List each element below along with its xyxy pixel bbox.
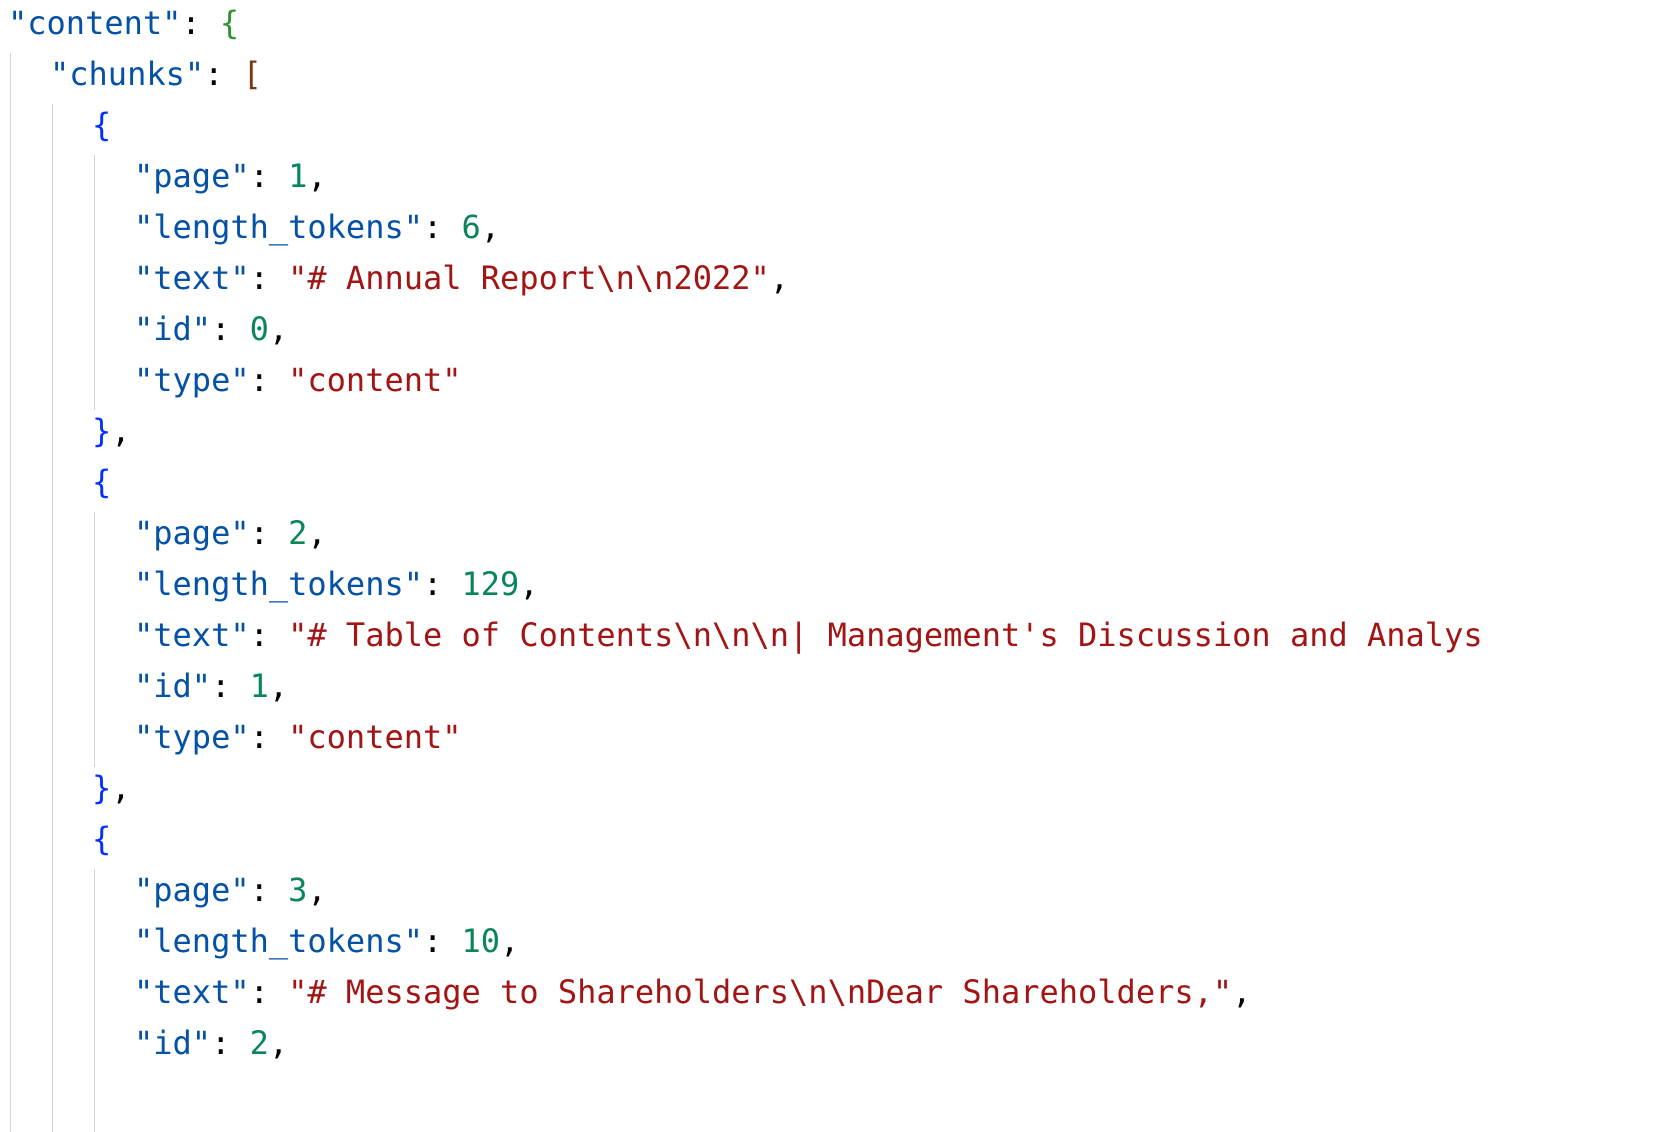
json-punctuation: : [249, 361, 289, 399]
code-line: "page": 1, [134, 151, 327, 202]
json-number-value: 0 [249, 310, 269, 348]
json-key: "text" [134, 259, 250, 297]
json-bracket: { [92, 463, 112, 501]
json-key: "id" [134, 667, 212, 705]
code-line: }, [92, 763, 131, 814]
json-key: "page" [134, 157, 250, 195]
code-line: "type": "content" [134, 712, 462, 763]
json-punctuation: : [249, 259, 289, 297]
json-punctuation: : [181, 4, 220, 42]
json-key: "id" [134, 310, 212, 348]
json-punctuation: : [249, 718, 289, 756]
json-key: "page" [134, 514, 250, 552]
code-line: "length_tokens": 6, [134, 202, 500, 253]
json-punctuation: , [268, 1024, 289, 1062]
json-number-value: 2 [249, 1024, 269, 1062]
json-string-value: "# Table of Contents\n\n\n| Management's… [288, 616, 1483, 654]
code-line: "length_tokens": 129, [134, 559, 539, 610]
json-key: "type" [134, 718, 250, 756]
json-punctuation: : [422, 208, 462, 246]
code-line: "text": "# Table of Contents\n\n\n| Mana… [134, 610, 1483, 661]
code-line: "page": 3, [134, 865, 327, 916]
json-punctuation: : [211, 667, 250, 705]
json-number-value: 10 [461, 922, 501, 960]
json-bracket: { [219, 4, 240, 42]
json-key: "chunks" [50, 55, 205, 93]
json-punctuation: , [769, 259, 790, 297]
json-punctuation: : [249, 871, 289, 909]
code-line: { [92, 457, 111, 508]
json-punctuation: : [249, 616, 289, 654]
json-number-value: 2 [288, 514, 308, 552]
json-string-value: "# Message to Shareholders\n\nDear Share… [288, 973, 1233, 1011]
json-key: "page" [134, 871, 250, 909]
json-bracket: { [92, 820, 112, 858]
json-punctuation: , [307, 514, 327, 552]
json-punctuation: : [211, 1024, 250, 1062]
json-bracket: } [92, 769, 112, 807]
json-key: "length_tokens" [134, 208, 423, 246]
json-punctuation: , [500, 922, 520, 960]
json-key: "type" [134, 361, 250, 399]
code-line: "id": 2, [134, 1018, 288, 1069]
json-bracket: { [92, 106, 112, 144]
json-string-value: "content" [288, 361, 462, 399]
code-line: "content": { [8, 0, 239, 49]
code-line: "id": 0, [134, 304, 288, 355]
json-key: "length_tokens" [134, 922, 423, 960]
json-number-value: 3 [288, 871, 308, 909]
json-punctuation: : [422, 922, 462, 960]
json-bracket: } [92, 412, 112, 450]
json-punctuation: : [249, 514, 289, 552]
code-line: "length_tokens": 10, [134, 916, 519, 967]
code-line: "text": "# Annual Report\n\n2022", [134, 253, 789, 304]
json-number-value: 1 [249, 667, 269, 705]
json-punctuation: : [249, 157, 289, 195]
json-punctuation: , [307, 871, 327, 909]
json-number-value: 1 [288, 157, 308, 195]
indent-guide [94, 512, 95, 767]
json-key: "length_tokens" [134, 565, 423, 603]
indent-guide [10, 53, 11, 1132]
json-punctuation: , [519, 565, 539, 603]
code-line: }, [92, 406, 131, 457]
code-line: "text": "# Message to Shareholders\n\nDe… [134, 967, 1251, 1018]
json-key: "text" [134, 616, 250, 654]
json-punctuation: : [204, 55, 243, 93]
code-line: { [92, 100, 111, 151]
indent-guide [94, 155, 95, 410]
indent-guide [94, 869, 95, 1132]
code-line: "chunks": [ [50, 49, 262, 100]
json-punctuation: , [268, 310, 289, 348]
json-bracket: [ [242, 55, 262, 93]
json-punctuation: , [307, 157, 327, 195]
json-punctuation: : [249, 973, 289, 1011]
json-string-value: "# Annual Report\n\n2022" [288, 259, 770, 297]
json-number-value: 129 [461, 565, 520, 603]
json-punctuation: , [1232, 973, 1252, 1011]
json-punctuation: , [111, 412, 131, 450]
code-line: { [92, 814, 111, 865]
code-line: "id": 1, [134, 661, 288, 712]
json-key: "text" [134, 973, 250, 1011]
json-punctuation: : [211, 310, 250, 348]
code-line: "page": 2, [134, 508, 327, 559]
code-line: "type": "content" [134, 355, 462, 406]
json-punctuation: : [422, 565, 462, 603]
indent-guide [52, 104, 53, 1132]
json-key: "content" [8, 4, 182, 42]
json-punctuation: , [480, 208, 501, 246]
json-punctuation: , [268, 667, 289, 705]
json-number-value: 6 [461, 208, 481, 246]
json-punctuation: , [111, 769, 131, 807]
json-string-value: "content" [288, 718, 462, 756]
json-key: "id" [134, 1024, 212, 1062]
